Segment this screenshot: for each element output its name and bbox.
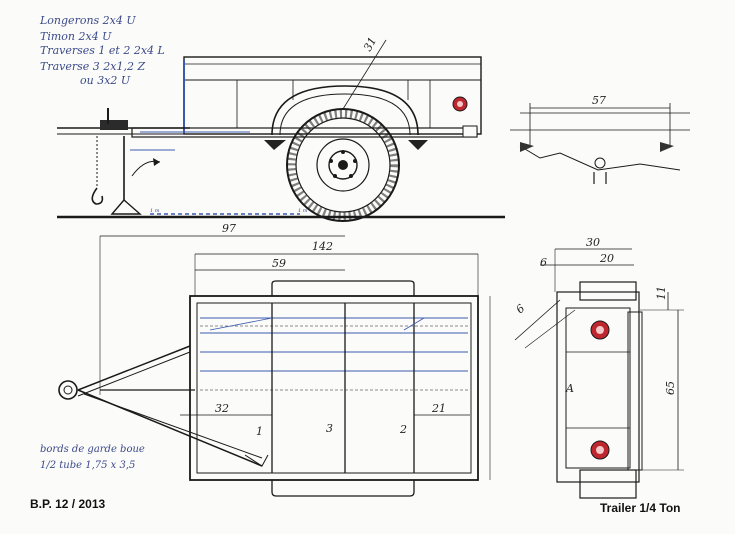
note-longerons: Longerons 2x4 U: [39, 14, 136, 27]
member-label-3: 3: [326, 422, 333, 435]
lug-nut-1: [341, 150, 345, 154]
drawing-title: Trailer 1/4 Ton: [600, 501, 681, 515]
lug-nut-2: [353, 159, 357, 163]
tail-light-center: [457, 101, 463, 107]
rear-end-view: 30 20 6 A 6 11 65: [514, 236, 684, 499]
dim-6-diag-line-2: [524, 309, 576, 349]
brace-1: [209, 317, 273, 331]
rear-top-cap: [579, 281, 637, 301]
note-traverse3-alt: ou 3x2 U: [80, 74, 131, 87]
fender-bracket-left: [264, 140, 286, 150]
ground-label-1: 1 m: [150, 208, 160, 214]
dim-97: 97: [222, 222, 236, 235]
fender-inner: [279, 93, 411, 136]
dim-57: 57: [592, 94, 606, 107]
note-traverses: Traverses 1 et 2 2x4 L: [40, 44, 165, 57]
body-outline: [189, 295, 479, 481]
tyre-inner: [295, 117, 391, 213]
note-traverse3: Traverse 3 2x1,2 Z: [40, 60, 145, 73]
dim-21: 21: [431, 402, 446, 415]
note-fender-edges: bords de garde boue: [40, 444, 145, 455]
rear-reflector-bottom-center: [596, 446, 604, 454]
fender-bottom: [271, 480, 415, 497]
drawbar-plan: [58, 345, 269, 467]
drawing-reference: B.P. 12 / 2013: [30, 497, 106, 511]
drawbar-arm-upper-inner: [77, 351, 191, 397]
side-view: 1 m 1 m: [57, 35, 505, 222]
rear-bottom-cap: [579, 469, 637, 499]
coupler-head: [100, 120, 128, 130]
plan-view: 97 142 59 1 3 2 32 21: [58, 222, 491, 497]
rear-reflector-top-center: [596, 326, 604, 334]
rear-section: 57: [510, 94, 690, 184]
dim-32: 32: [215, 402, 229, 415]
lug-nut-4: [333, 174, 337, 178]
dim-142: 142: [312, 240, 333, 253]
brace-2: [403, 317, 425, 331]
spring-hanger-left: [520, 142, 534, 152]
fender-top: [271, 280, 415, 296]
dim-6-diag: 6: [514, 302, 528, 316]
member-label-1: 1: [256, 425, 263, 438]
dim-31: 31: [361, 35, 379, 53]
member-label-2: 2: [399, 423, 407, 436]
dim-6-top: 6: [540, 256, 547, 269]
lunette-hole: [63, 385, 73, 395]
dim-30: 30: [586, 236, 600, 249]
fender-note: bords de garde boue 1/2 tube 1,75 x 3,5: [40, 444, 145, 471]
material-notes: Longerons 2x4 U Timon 2x4 U Traverses 1 …: [39, 14, 165, 87]
drawbar-arm-lower-inner: [83, 393, 263, 459]
dim-20: 20: [599, 252, 614, 265]
note-timon: Timon 2x4 U: [40, 30, 112, 43]
drawbar-arm-upper: [77, 345, 191, 391]
jack-foot: [110, 199, 142, 215]
drawbar-gusset: [244, 454, 269, 467]
ground-label-2: 1 m: [298, 208, 308, 214]
lunette-eye: [58, 380, 78, 400]
safety-hook: [91, 187, 104, 205]
fender-outer: [271, 85, 419, 136]
leaf-spring: [519, 145, 681, 171]
axle-section: [594, 157, 606, 169]
dim-65: 65: [664, 381, 677, 395]
body-box: [183, 56, 482, 135]
rear-label-a: A: [565, 382, 574, 395]
dim-6-diag-line: [514, 299, 561, 341]
dim-59: 59: [272, 257, 286, 270]
dim-11: 11: [655, 286, 668, 300]
body-inner: [196, 302, 472, 474]
dim-31-leader: [342, 39, 387, 110]
lug-nut-3: [349, 174, 353, 178]
rear-panel: [556, 291, 640, 483]
tailgate-hinge-side: [627, 311, 643, 471]
rim: [316, 138, 370, 192]
spring-hanger-right: [660, 142, 674, 152]
tyre-tread: [287, 109, 399, 221]
jack-swing-arrow: [153, 158, 160, 166]
note-fender-tube: 1/2 tube 1,75 x 3,5: [40, 460, 135, 471]
hub-cap: [338, 160, 348, 170]
lug-nut-5: [329, 159, 333, 163]
fender-bracket-right: [408, 140, 428, 150]
rear-bumper: [462, 125, 478, 138]
tailgate: [565, 307, 631, 469]
wheel: [286, 108, 400, 222]
